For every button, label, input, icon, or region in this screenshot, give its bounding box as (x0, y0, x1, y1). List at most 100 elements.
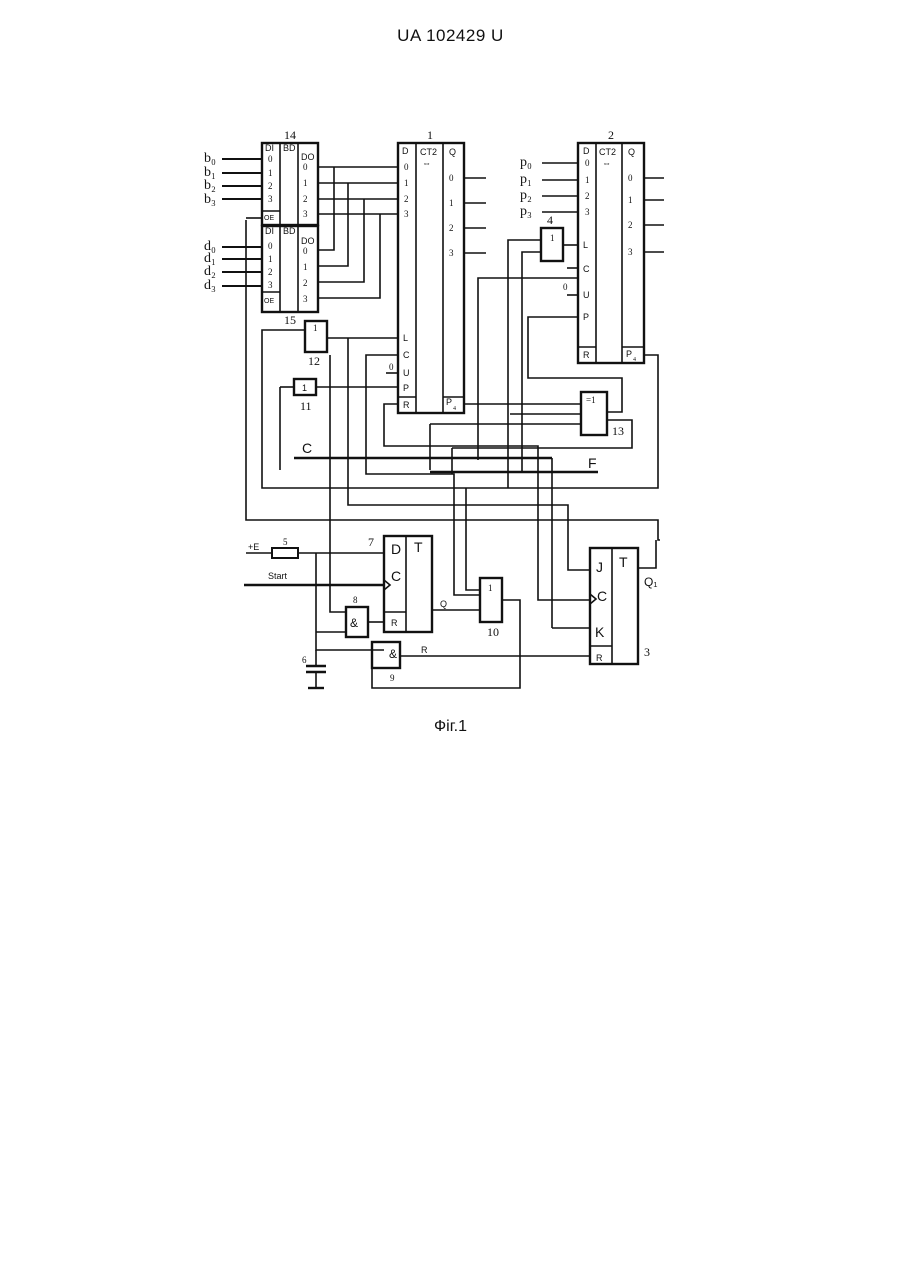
block-1-in-pin: 2 (404, 194, 409, 204)
block-1-in-pin: 0 (404, 162, 409, 172)
flip-flop-7-type: T (414, 539, 423, 555)
block-1-ctrl: C (403, 350, 410, 360)
gate-9-number: 9 (390, 673, 395, 683)
block-2-ctrl: U (583, 290, 590, 300)
block-14-oe: OE (264, 215, 274, 222)
bus-c-label: C (302, 440, 312, 456)
block-15-pin: 1 (268, 254, 273, 264)
block-2-number: 2 (608, 128, 614, 142)
block-1-out-pin: 2 (449, 223, 454, 233)
block-1-number: 1 (427, 128, 433, 142)
gate-12-symbol: 1 (313, 323, 318, 333)
gate-4-number: 4 (547, 213, 553, 227)
flip-flop-3-type: T (619, 554, 628, 570)
resistor-5-number: 5 (283, 537, 288, 547)
block-15-bd: BD (283, 226, 296, 236)
figure-caption: Фіг.1 (0, 718, 901, 736)
block-2-updown-icon: ⇔ (602, 158, 611, 168)
block-2-in-pin: 1 (585, 175, 590, 185)
block-14-out-pin: 1 (303, 178, 308, 188)
input-d2-label: d₂ (204, 264, 216, 279)
block-2-u-value: 0 (563, 282, 568, 292)
block-14-out-pin: 3 (303, 209, 308, 219)
input-p0-label: p₀ (520, 155, 532, 170)
block-2-in-pin: 0 (585, 158, 590, 168)
block-1-ctrl: R (403, 400, 410, 410)
block-15-pin: 3 (268, 280, 273, 290)
block-1-in-pin: 1 (404, 178, 409, 188)
block-1-out-pin: 0 (449, 173, 454, 183)
block-1-in-pin: 3 (404, 209, 409, 219)
block-14-bd: BD (283, 143, 296, 153)
block-2-ctrl: P (583, 312, 589, 322)
block-2-d: D (583, 146, 590, 156)
supply-label: +E (248, 542, 259, 552)
gate-12-number: 12 (308, 354, 320, 368)
input-b0-label: b₀ (204, 151, 216, 166)
block-1-updown-icon: ⇔ (422, 158, 431, 168)
block-14-pin: 2 (268, 181, 273, 191)
gate-11-symbol: 1 (302, 383, 307, 393)
gate-8-number: 8 (353, 595, 358, 605)
gate-4-symbol: 1 (550, 233, 555, 243)
flip-flop-7-out-q: Q (440, 599, 447, 609)
flip-flop-7-pin-d: D (391, 541, 401, 557)
block-2-out-pin: 3 (628, 247, 633, 257)
block-1-ctrl: P (403, 383, 409, 393)
input-b3-label: b₃ (204, 192, 216, 207)
block-15-out-pin: 0 (303, 246, 308, 256)
gate-9-symbol: & (389, 647, 397, 661)
block-2-ctrl: C (583, 264, 590, 274)
block-1-d: D (402, 146, 409, 156)
start-label: Start (268, 571, 288, 581)
block-2-out-pin: 0 (628, 173, 633, 183)
block-2-in-pin: 2 (585, 191, 590, 201)
block-2-ctrl: R (583, 350, 590, 360)
block-1-out-pin: 1 (449, 198, 454, 208)
block-2-ctrl: L (583, 240, 588, 250)
block-1-carry: P (446, 397, 452, 407)
block-15-pin: 2 (268, 267, 273, 277)
flip-flop-3-number: 3 (644, 645, 650, 659)
flip-flop-3-pin-j: J (596, 559, 603, 575)
block-14-pin: 1 (268, 168, 273, 178)
block-1-u-value: 0 (389, 362, 394, 372)
input-b2-label: b₂ (204, 178, 216, 193)
gate-8-symbol: & (350, 616, 358, 630)
block-15-out-pin: 1 (303, 262, 308, 272)
block-15-di: DI (265, 226, 274, 236)
block-2-carry-sub: 4 (633, 357, 636, 363)
input-p2-label: p₂ (520, 188, 532, 203)
flip-flop-3-out-q1: Q₁ (644, 575, 657, 589)
block-15-number: 15 (284, 313, 296, 327)
block-1-out-pin: 3 (449, 248, 454, 258)
block-14-pin: 3 (268, 194, 273, 204)
block-14-out-pin: 0 (303, 162, 308, 172)
flip-flop-7-pin-r: R (391, 618, 398, 628)
capacitor-6 (306, 650, 326, 688)
flip-flop-7-number: 7 (368, 535, 374, 549)
block-2-out-pin: 1 (628, 195, 633, 205)
resistor-5 (272, 548, 298, 558)
block-14-do: DO (301, 152, 315, 162)
block-2-in-pin: 3 (585, 207, 590, 217)
bus-f-label: F (588, 455, 597, 471)
input-p1-label: p₁ (520, 172, 532, 187)
block-2-out-pin: 2 (628, 220, 633, 230)
block-14-di: DI (265, 143, 274, 153)
block-15-oe: OE (264, 298, 274, 305)
gate-9-output-r: R (421, 645, 428, 655)
block-14-pin: 0 (268, 154, 273, 164)
gate-10-number: 10 (487, 625, 499, 639)
block-15-pin: 0 (268, 241, 273, 251)
block-14-out-pin: 2 (303, 194, 308, 204)
flip-flop-3-pin-c: C (597, 588, 607, 604)
flip-flop-3-pin-k: K (595, 624, 605, 640)
capacitor-6-number: 6 (302, 655, 307, 665)
block-1-q: Q (449, 147, 456, 157)
input-p3-label: p₃ (520, 204, 532, 219)
gate-13-symbol: =1 (586, 395, 596, 405)
block-1-carry-sub: 4 (453, 406, 456, 412)
gate-13-number: 13 (612, 424, 624, 438)
block-2-carry: P (626, 349, 632, 359)
